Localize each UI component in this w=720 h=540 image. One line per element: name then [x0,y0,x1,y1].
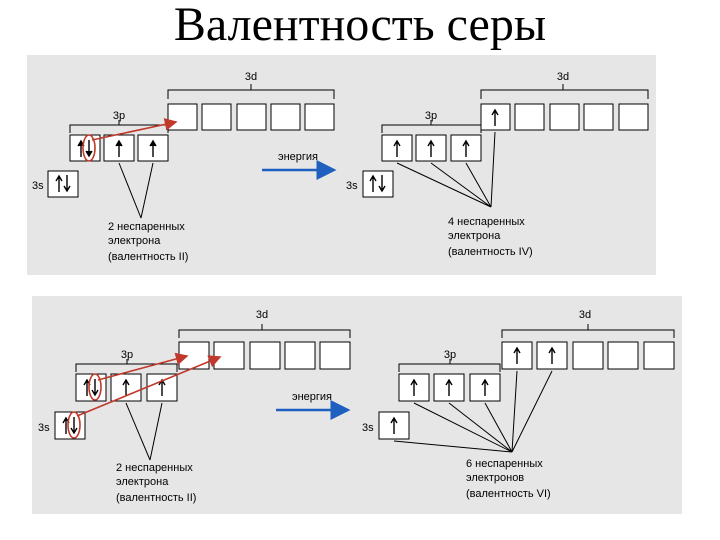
orbital-cell [167,103,198,131]
panel-1-right-3s-cell [362,170,394,198]
panel-1-left-pointer-lines [118,162,154,219]
panel-1-energy-label: энергия [278,151,318,163]
panel-2-background [32,296,682,514]
orbital-cell [607,341,639,370]
panel-2-left-pointer-lines [125,402,163,461]
promotion-arrow [91,118,178,141]
panel-1-right-3p-bracket [381,120,482,133]
orbital-cell [469,373,501,402]
panel-2-left-3d-label: 3d [256,309,268,321]
orbital-cell [583,103,614,131]
panel-1-right-note-line-2: электрона [448,230,501,242]
panel-2-right-3d-label: 3d [579,309,591,321]
orbital-cell [549,103,580,131]
panel-2-left-note-line-2: электрона [116,476,169,488]
panel-1-left-3d-cells [167,103,335,131]
orbital-cell [284,341,316,370]
orbital-cell [643,341,675,370]
panel-1-right-pointer-lines [396,131,496,208]
panel-2-energy-label: энергия [292,391,332,403]
electron-pair-arrows [369,174,386,193]
orbital-cell [236,103,267,131]
orbital-cell [618,103,649,131]
orbital-cell [249,341,281,370]
orbital-cell [178,341,210,370]
promotion-arrow [76,355,222,417]
panel-1-background [27,55,656,275]
panel-1-left-note-line-3: (валентность II) [108,251,188,263]
panel-1-right-3p-electrons [393,139,470,157]
orbital-cell [213,341,245,370]
panel-2-right-3p-electrons [410,378,489,396]
electron-spin-up-arrow [115,139,123,157]
panel-2-left-note-line-3: (валентность II) [116,492,196,504]
electron-spin-up-arrow [149,139,157,157]
panel-1-right-note-line-1: 4 неспаренных [448,216,525,228]
panel-2-right-3d-bracket [501,324,675,338]
orbital-cell [304,103,335,131]
orbital-cell [514,103,545,131]
electron-spin-up-arrow [491,108,499,126]
electron-pair-arrows [55,174,71,193]
panel-2-left-3d-bracket [178,324,351,338]
electron-pair-arrows [62,416,78,435]
panel-2-left-3d-cells [178,341,351,370]
orbital-cell [270,103,301,131]
electron-spin-up-arrow [390,416,398,434]
panel-2-left-3s-label: 3s [38,422,50,434]
highlight-paired-electron-ring [88,373,102,401]
panel-2-right-3d-electrons [513,346,556,364]
panel-1-left-3d-label: 3d [245,71,257,83]
panel-2-right-note-line-2: электронов [466,472,524,484]
panel-1-right-3s-label: 3s [346,180,358,192]
panel-2-right-3p-label: 3p [444,349,456,361]
panel-1-left-3d-bracket [167,84,335,99]
highlight-paired-electron-ring [67,411,81,439]
panel-2-right-note-line-1: 6 неспаренных [466,458,543,470]
highlight-paired-electron-ring [82,134,96,162]
panel-2-right-3p-bracket [398,359,501,372]
promotion-arrow [97,352,189,381]
panel-2-left-3p-bracket [75,359,178,372]
panel-1-right-3p-label: 3p [425,110,437,122]
panel-2-right-pointer-lines [393,370,553,453]
panel-1-right-3d-label: 3d [557,71,569,83]
panel-1-left-3p-label: 3p [113,110,125,122]
panel-1-left-note-line-2: электрона [108,235,161,247]
electron-spin-down-arrow [85,140,93,158]
panel-2-right-note-line-3: (валентность VI) [466,488,551,500]
panel-2-right-3d-cells [501,341,675,370]
panel-2-left-3p-electrons [83,378,166,397]
orbital-cell [201,103,232,131]
panel-1-left-3s-label: 3s [32,180,44,192]
orbital-cell [319,341,351,370]
slide-title: Валентность серы [173,0,547,51]
panel-1-left-3s-cell [47,170,79,198]
panel-2-left-3p-label: 3p [121,349,133,361]
orbital-cell [572,341,604,370]
panel-1-left-note-line-1: 2 неспаренных [108,221,185,233]
panel-1-right-3d-bracket [480,84,649,99]
panel-2-left-note-line-1: 2 неспаренных [116,462,193,474]
panel-2-right-3s-label: 3s [362,422,374,434]
panel-2-right-3p-cells [398,373,501,402]
panel-1-right-note-line-3: (валентность IV) [448,246,533,258]
